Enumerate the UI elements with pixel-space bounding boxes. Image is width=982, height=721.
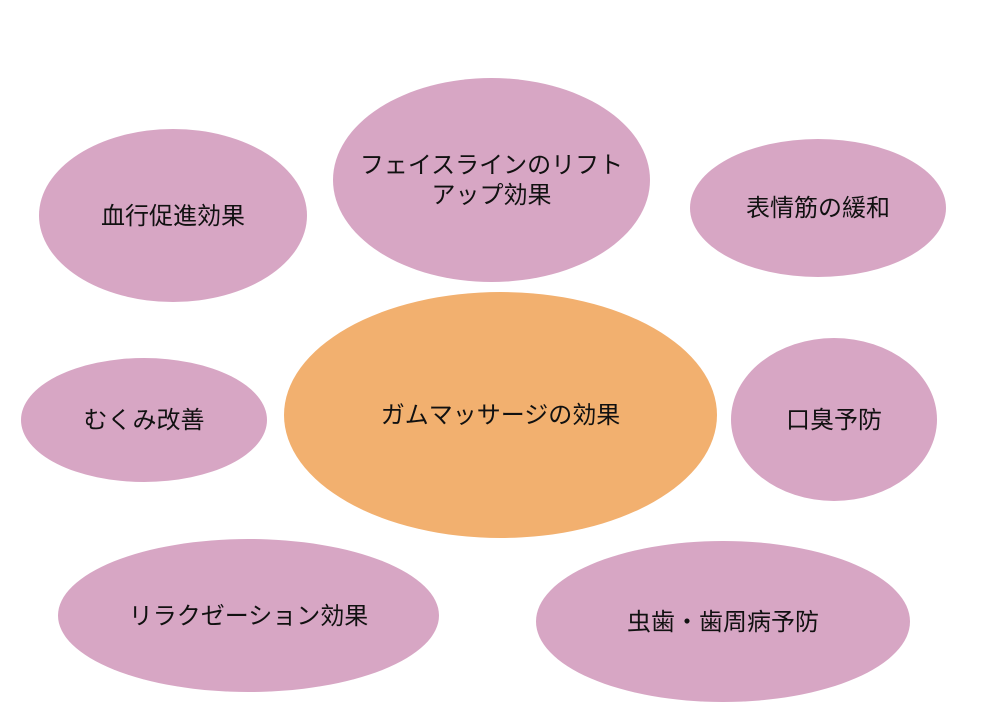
benefit-bubble-swelling: むくみ改善 bbox=[21, 358, 267, 482]
benefit-bubble-relaxation: リラクゼーション効果 bbox=[58, 539, 439, 692]
center-label: ガムマッサージの効果 bbox=[380, 401, 621, 429]
benefit-label: フェイスラインのリフト アップ効果 bbox=[359, 151, 624, 209]
benefit-bubble-cavity-prevention: 虫歯・歯周病予防 bbox=[536, 541, 910, 702]
benefit-bubble-bad-breath: 口臭予防 bbox=[731, 338, 937, 501]
benefit-bubble-blood-circulation: 血行促進効果 bbox=[39, 129, 307, 302]
benefit-label: 表情筋の緩和 bbox=[746, 194, 890, 222]
benefit-label: リラクゼーション効果 bbox=[128, 601, 369, 630]
benefit-label: むくみ改善 bbox=[83, 406, 205, 434]
benefit-label: 虫歯・歯周病予防 bbox=[627, 607, 819, 636]
benefit-bubble-faceline-lift: フェイスラインのリフト アップ効果 bbox=[333, 78, 650, 282]
benefit-label: 口臭予防 bbox=[786, 405, 882, 434]
center-bubble-gum-massage: ガムマッサージの効果 bbox=[284, 292, 717, 538]
benefit-label: 血行促進効果 bbox=[101, 201, 245, 230]
benefit-bubble-facial-muscle: 表情筋の緩和 bbox=[690, 139, 946, 277]
